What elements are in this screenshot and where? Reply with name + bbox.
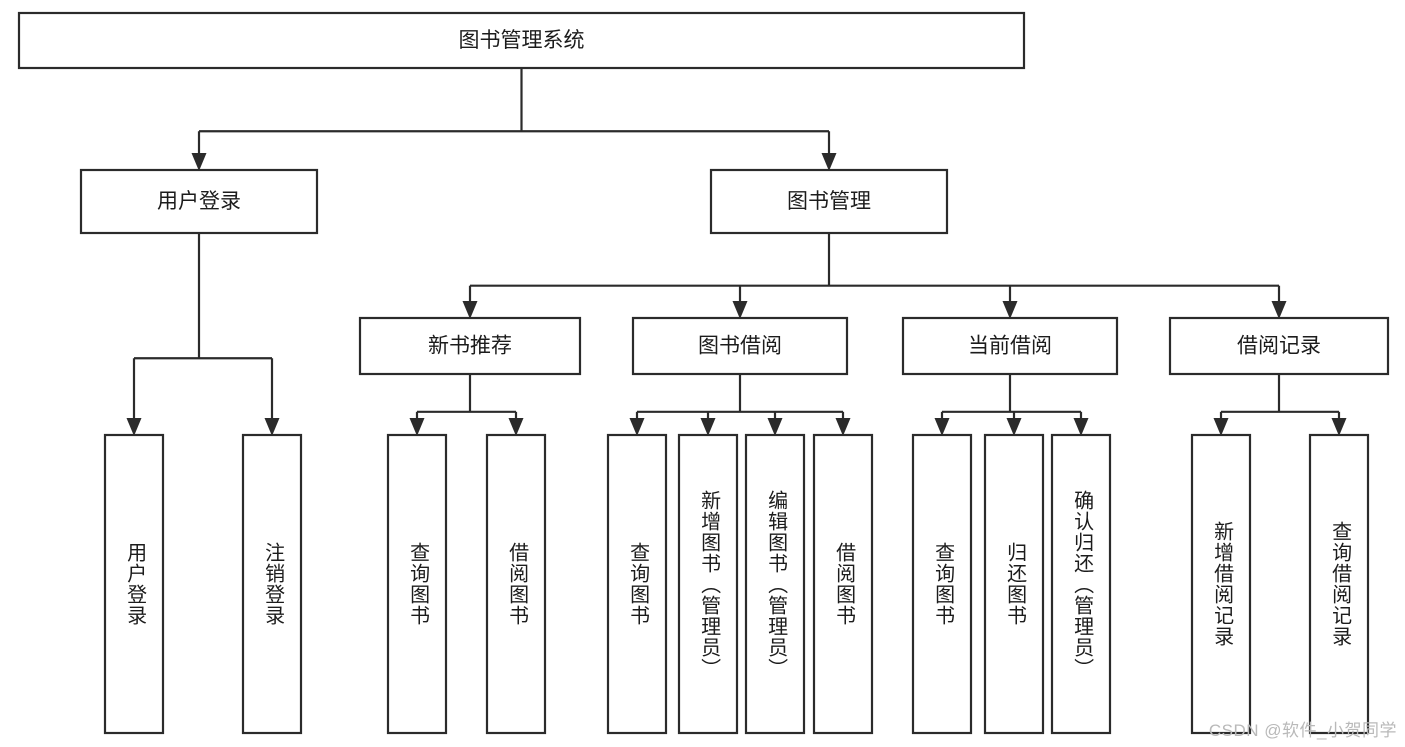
- node-box[interactable]: [1190, 433, 1252, 735]
- node-box[interactable]: [1168, 316, 1390, 376]
- node-label: 图书借阅: [698, 335, 782, 358]
- node-box[interactable]: [709, 168, 949, 235]
- arrowhead-icon: [835, 418, 851, 436]
- node-box[interactable]: [901, 316, 1119, 376]
- arrowhead-icon: [1271, 301, 1287, 319]
- leaf-node-leaf-add-borrow-record[interactable]: [1190, 433, 1252, 735]
- node-label: 用户登录: [157, 190, 241, 213]
- level3-node-current-borrow[interactable]: 当前借阅: [901, 316, 1119, 376]
- node-label: 图书管理: [787, 190, 871, 213]
- leaf-node-leaf-query-book-current[interactable]: [911, 433, 973, 735]
- arrowhead-icon: [191, 153, 207, 171]
- leaf-node-leaf-borrow-book[interactable]: [812, 433, 874, 735]
- arrowhead-icon: [700, 418, 716, 436]
- arrowhead-icon: [508, 418, 524, 436]
- node-box[interactable]: [103, 433, 165, 735]
- leaf-node-leaf-query-book-new[interactable]: [386, 433, 448, 735]
- arrowhead-icon: [767, 418, 783, 436]
- arrowhead-icon: [409, 418, 425, 436]
- node-box[interactable]: [79, 168, 319, 235]
- node-box[interactable]: [677, 433, 739, 735]
- arrowhead-icon: [462, 301, 478, 319]
- arrowhead-icon: [126, 418, 142, 436]
- leaf-node-leaf-edit-book-admin[interactable]: [744, 433, 806, 735]
- node-box[interactable]: [744, 433, 806, 735]
- arrowhead-icon: [1213, 418, 1229, 436]
- arrowhead-icon: [821, 153, 837, 171]
- arrowhead-icon: [934, 418, 950, 436]
- arrowhead-icon: [629, 418, 645, 436]
- node-box[interactable]: [241, 433, 303, 735]
- leaf-node-leaf-logout[interactable]: [241, 433, 303, 735]
- node-box[interactable]: [1308, 433, 1370, 735]
- node-box[interactable]: [631, 316, 849, 376]
- leaf-node-leaf-confirm-return-admin[interactable]: [1050, 433, 1112, 735]
- arrowhead-icon: [1006, 418, 1022, 436]
- arrowhead-icon: [732, 301, 748, 319]
- node-box[interactable]: [606, 433, 668, 735]
- node-box[interactable]: [17, 11, 1026, 70]
- level2-node-book-manage[interactable]: 图书管理: [709, 168, 949, 235]
- arrowhead-icon: [1073, 418, 1089, 436]
- node-label: 当前借阅: [968, 335, 1052, 358]
- node-box[interactable]: [485, 433, 547, 735]
- leaf-node-leaf-query-book-borrow[interactable]: [606, 433, 668, 735]
- leaf-node-leaf-borrow-book-new[interactable]: [485, 433, 547, 735]
- watermark: CSDN @软件_小贺同学: [1208, 721, 1397, 740]
- leaf-node-leaf-add-book-admin[interactable]: [677, 433, 739, 735]
- node-label: 图书管理系统: [459, 29, 585, 52]
- node-label: 新书推荐: [428, 335, 512, 358]
- level3-node-book-borrow[interactable]: 图书借阅: [631, 316, 849, 376]
- arrowhead-icon: [264, 418, 280, 436]
- root-node-root[interactable]: 图书管理系统: [17, 11, 1026, 70]
- leaf-node-leaf-query-borrow-record[interactable]: [1308, 433, 1370, 735]
- leaf-node-leaf-return-book[interactable]: [983, 433, 1045, 735]
- level2-node-user-login[interactable]: 用户登录: [79, 168, 319, 235]
- arrowhead-icon: [1331, 418, 1347, 436]
- node-box[interactable]: [386, 433, 448, 735]
- leaf-node-leaf-user-login[interactable]: [103, 433, 165, 735]
- node-label: 借阅记录: [1237, 335, 1321, 358]
- node-box[interactable]: [812, 433, 874, 735]
- node-box[interactable]: [358, 316, 582, 376]
- node-box[interactable]: [911, 433, 973, 735]
- edge-layer: [126, 68, 1347, 436]
- node-box[interactable]: [1050, 433, 1112, 735]
- node-box[interactable]: [983, 433, 1045, 735]
- arrowhead-icon: [1002, 301, 1018, 319]
- level3-node-new-book-recommend[interactable]: 新书推荐: [358, 316, 582, 376]
- level3-node-borrow-record[interactable]: 借阅记录: [1168, 316, 1390, 376]
